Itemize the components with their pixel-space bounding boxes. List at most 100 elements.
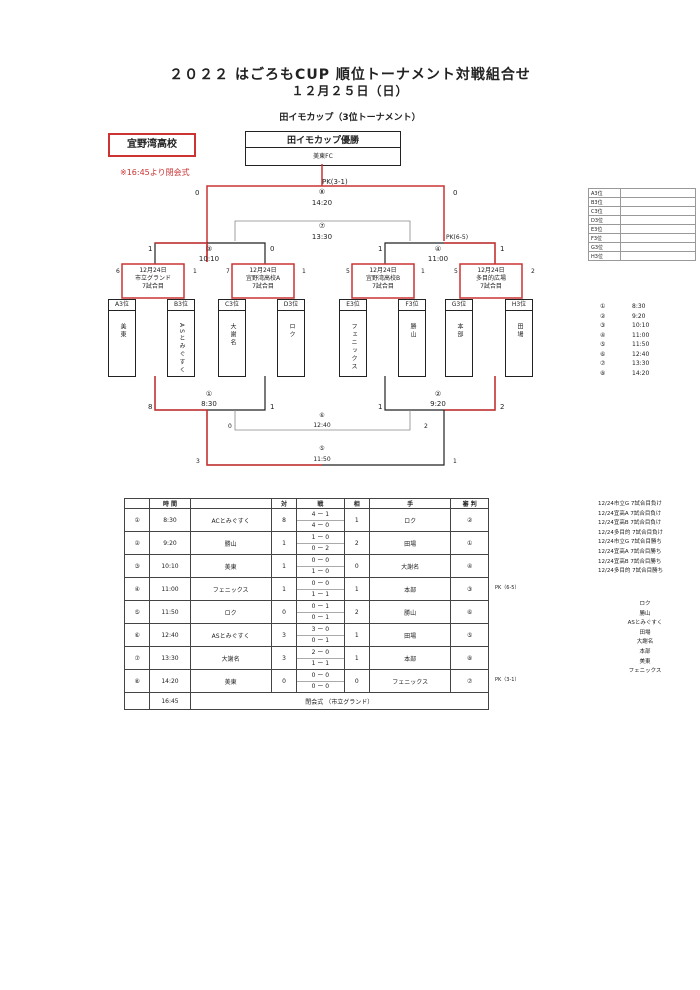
right-list-results: 12/24市立G 7試合目負け 12/24宜高A 7試合目負け 12/24宜高B…	[598, 500, 663, 577]
list-item: 勝山	[639, 610, 651, 617]
pk-note: PK（6-5）	[495, 585, 520, 591]
m3-left-score: 1	[148, 245, 153, 253]
page-date: １２月２５日（日）	[291, 84, 409, 98]
list-item: フェニックス	[628, 668, 662, 675]
m3-right-score: 0	[270, 245, 275, 253]
list-item: 12/24宜高A 7試合目勝ち	[598, 548, 662, 555]
team-box-d3: D3位ロク	[277, 299, 305, 377]
list-item: 12/24宜高A 7試合目負け	[598, 510, 662, 517]
team-box-h3: H3位田場	[505, 299, 533, 377]
page-title: ２０２２ はごろもCUP 順位トーナメント対戦組合せ	[169, 67, 531, 83]
rank-row: E3位	[588, 224, 696, 234]
m8-num: ⑧	[318, 188, 326, 196]
list-item: 大謝名	[636, 639, 654, 646]
team-box-a3: A3位美東	[108, 299, 136, 377]
m5-num: ⑤	[319, 445, 325, 452]
venue-1-left-score: 6	[116, 268, 120, 275]
m3-time: 10:10	[198, 255, 220, 263]
list-item: ASとみぐすく	[627, 620, 663, 627]
rank-table: A3位 B3位 C3位 D3位 E3位 F3位 G3位 H3位	[588, 188, 696, 261]
schedule-header: 時 間 対 戦 相 手 審 判	[123, 498, 489, 509]
m5-right-score: 1	[453, 458, 457, 465]
m6-num: ⑥	[319, 412, 325, 419]
venue-4-right-score: 2	[531, 268, 535, 275]
m1-num: ①	[205, 390, 213, 398]
m2-right-score: 2	[500, 403, 505, 411]
m6-left-score: 0	[228, 423, 232, 430]
section-title: 田イモカップ（3位トーナメント）	[279, 113, 421, 123]
m4-num: ④	[434, 245, 442, 253]
final-pk: PK(3-1)	[322, 178, 348, 186]
m5-time: 11:50	[313, 456, 331, 463]
rank-row: B3位	[588, 197, 696, 207]
m4-pk: PK(6-5)	[446, 234, 469, 241]
m7-time: 13:30	[311, 233, 333, 241]
school-box: 宜野湾高校	[108, 133, 196, 157]
venue-2-right-score: 1	[302, 268, 306, 275]
m1-right-score: 1	[270, 403, 275, 411]
team-box-c3: C3位大謝名	[218, 299, 246, 377]
list-item: 田場	[639, 629, 651, 636]
list-item: 12/24宜高B 7試合目負け	[598, 520, 662, 527]
m1-time: 8:30	[201, 400, 217, 408]
team-box-g3: G3位本部	[445, 299, 473, 377]
bracket-lines	[121, 164, 523, 466]
m2-left-score: 1	[378, 403, 383, 411]
m3-num: ③	[205, 245, 213, 253]
winner-label: 田イモカップ優勝	[246, 133, 400, 148]
list-item: 12/24多目的 7試合目負け	[598, 529, 664, 536]
m4-right-score: 1	[500, 245, 505, 253]
list-item: 12/24多目的 7試合目勝ち	[598, 568, 664, 575]
m7-num: ⑦	[318, 222, 326, 230]
winner-box: 田イモカップ優勝 美東FC	[245, 131, 401, 166]
list-item: 本部	[639, 648, 651, 655]
list-item: 12/24市立G 7試合目勝ち	[598, 539, 662, 546]
rank-row: H3位	[588, 251, 696, 261]
rank-row: A3位	[588, 188, 696, 198]
m4-time: 11:00	[427, 255, 449, 263]
m4-left-score: 1	[378, 245, 383, 253]
m2-time: 9:20	[430, 400, 446, 408]
list-item: 美東	[639, 658, 651, 665]
venue-1-right-score: 1	[193, 268, 197, 275]
list-item: ロク	[639, 601, 651, 607]
m6-right-score: 2	[424, 423, 428, 430]
winner-team: 美東FC	[313, 153, 333, 160]
rank-row: F3位	[588, 233, 696, 243]
m1-left-score: 8	[148, 403, 153, 411]
m8-time: 14:20	[311, 199, 333, 207]
opening-note: ※16:45より閉会式	[120, 168, 190, 177]
m8-left-score: 0	[195, 189, 200, 197]
team-box-f3: F3位勝山	[398, 299, 426, 377]
list-item: 12/24市立G 7試合目負け	[598, 501, 662, 507]
rank-row: G3位	[588, 242, 696, 252]
venue-2-left-score: 7	[226, 268, 230, 275]
rank-row: C3位	[588, 206, 696, 216]
m5-left-score: 3	[196, 458, 200, 465]
venue-4-left-score: 5	[454, 268, 458, 275]
m6-time: 12:40	[313, 422, 331, 429]
right-list-teams: ロク 勝山 ASとみぐすく 田場 大謝名 本部 美東 フェニックス	[620, 600, 670, 677]
team-box-e3: E3位フェニックス	[339, 299, 367, 377]
